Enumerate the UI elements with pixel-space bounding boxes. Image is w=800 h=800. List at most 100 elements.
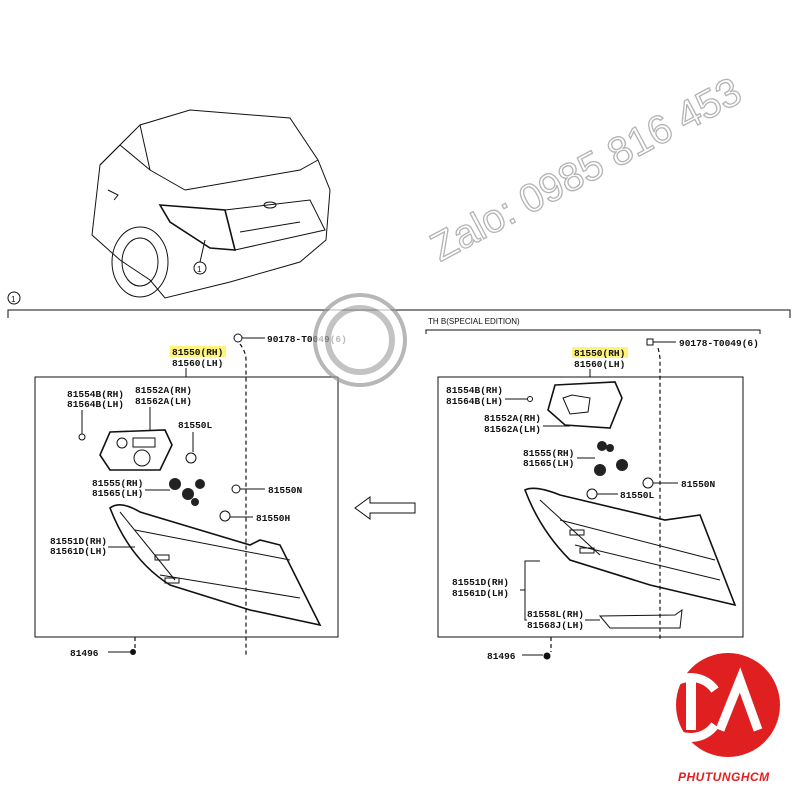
tail-lamp-lens xyxy=(523,487,737,607)
diagram-stroke xyxy=(686,680,696,730)
diagram-stroke xyxy=(7,291,21,305)
diagram-stroke xyxy=(559,519,716,561)
diagram-stroke xyxy=(616,459,628,471)
highlight-marker xyxy=(170,346,226,357)
callout-1: 1 xyxy=(193,261,207,275)
diagram-stroke xyxy=(642,477,654,489)
diagram-stroke xyxy=(425,329,761,334)
section-bracket xyxy=(7,309,791,318)
part-label: 81554B(RH) xyxy=(67,389,124,400)
section-marker: 1 xyxy=(7,291,21,305)
diagram-stroke xyxy=(657,347,661,640)
diagram-stroke xyxy=(116,437,128,449)
part-label: 81550N xyxy=(268,485,303,496)
part-label: PHUTUNGHCM xyxy=(678,770,770,784)
diagram-stroke xyxy=(107,189,119,201)
diagram-stroke xyxy=(195,479,205,489)
diagram-stroke xyxy=(325,305,395,375)
diagram-stroke xyxy=(239,343,247,655)
diagram-stroke xyxy=(154,554,170,561)
tail-lamp-lens xyxy=(109,504,322,627)
part-label: 81562A(LH) xyxy=(484,424,541,435)
diagram-stroke xyxy=(239,221,301,233)
part-label: 81554B(RH) xyxy=(446,385,503,396)
brand-logo: PHUTUNGHCM xyxy=(656,653,780,784)
diagram-stroke xyxy=(99,144,186,191)
diagram-stroke xyxy=(199,239,206,263)
direction-arrow-icon xyxy=(354,496,416,520)
watermark-phone: Zalo: 0985 816 453 xyxy=(424,69,749,270)
right-panel: TH B(SPECIAL EDITION) 90178-T0049(6) 815… xyxy=(425,317,761,662)
part-label: 81550L xyxy=(178,420,213,431)
car-rear-illustration xyxy=(91,109,331,299)
part-label: 81550H xyxy=(256,513,291,524)
diagram-stroke xyxy=(111,226,169,298)
diagram-stroke xyxy=(158,204,237,251)
part-label: 81552A(RH) xyxy=(135,385,192,396)
diagram-stroke xyxy=(121,237,159,287)
diagram-stroke xyxy=(182,488,194,500)
part-label: 1 xyxy=(197,265,202,274)
part-label: 81496 xyxy=(70,648,99,659)
part-label: 81561D(LH) xyxy=(50,546,107,557)
diagram-stroke xyxy=(520,560,540,591)
diagram-stroke xyxy=(224,199,326,251)
part-label: 81550(RH) xyxy=(172,347,223,358)
diagram-stroke xyxy=(109,504,322,627)
diagram-stroke xyxy=(579,547,595,554)
socket-harness xyxy=(594,441,628,476)
diagram-stroke xyxy=(715,667,763,732)
diagram-stroke xyxy=(524,590,527,621)
diagram-stroke xyxy=(574,544,721,581)
diagram-stroke xyxy=(562,394,591,415)
diagram-stroke xyxy=(193,261,207,275)
diagram-stroke xyxy=(185,452,197,464)
part-label: 90178-T0049(6) xyxy=(679,338,759,349)
diagram-stroke xyxy=(78,433,86,441)
diagram-stroke xyxy=(586,488,598,500)
part-label: 81550N xyxy=(681,479,716,490)
part-label: 81562A(LH) xyxy=(135,396,192,407)
diagram-stroke xyxy=(543,652,551,660)
part-label: 81564B(LH) xyxy=(446,396,503,407)
part-label: 81550(RH) xyxy=(574,348,625,359)
screw-icon xyxy=(646,338,654,346)
part-label: 81564B(LH) xyxy=(67,399,124,410)
diagram-stroke xyxy=(139,124,151,171)
diagram-stroke xyxy=(184,159,319,191)
diagram-stroke xyxy=(34,376,339,638)
diagram-stroke xyxy=(219,510,231,522)
diagram-stroke xyxy=(569,529,585,536)
part-label: 81551D(RH) xyxy=(452,577,509,588)
garnish-part xyxy=(598,608,683,629)
diagram-stroke xyxy=(119,511,176,581)
diagram-stroke xyxy=(523,487,737,607)
diagram-stroke xyxy=(169,478,181,490)
part-label: 81551D(RH) xyxy=(50,536,107,547)
part-label: 81565(LH) xyxy=(523,458,574,469)
part-label: 81568J(LH) xyxy=(527,620,584,631)
part-label: 81561D(LH) xyxy=(452,588,509,599)
diagram-stroke xyxy=(527,396,533,402)
watermark-logo xyxy=(313,293,407,387)
part-label: 81560(LH) xyxy=(172,358,223,369)
part-label: 81558L(RH) xyxy=(527,609,584,620)
diagram-stroke xyxy=(597,441,607,451)
diagram-stroke xyxy=(656,673,719,742)
socket-harness xyxy=(169,478,205,506)
diagram-stroke xyxy=(354,496,416,520)
diagram-stroke xyxy=(132,437,156,448)
diagram-stroke xyxy=(134,529,291,561)
left-panel: 90178-T0049(6) 81550(RH) 81560(LH) 81554… xyxy=(34,333,347,659)
diagram-stroke xyxy=(91,109,331,299)
diagram-stroke xyxy=(539,499,601,556)
diagram-stroke xyxy=(130,649,136,655)
diagram-stroke xyxy=(231,484,241,494)
part-label: 81552A(RH) xyxy=(484,413,541,424)
part-label: 81496 xyxy=(487,651,516,662)
gasket-part xyxy=(99,429,173,471)
gasket-part xyxy=(547,381,623,429)
part-label: 81555(RH) xyxy=(523,448,574,459)
diagram-stroke xyxy=(159,574,301,599)
